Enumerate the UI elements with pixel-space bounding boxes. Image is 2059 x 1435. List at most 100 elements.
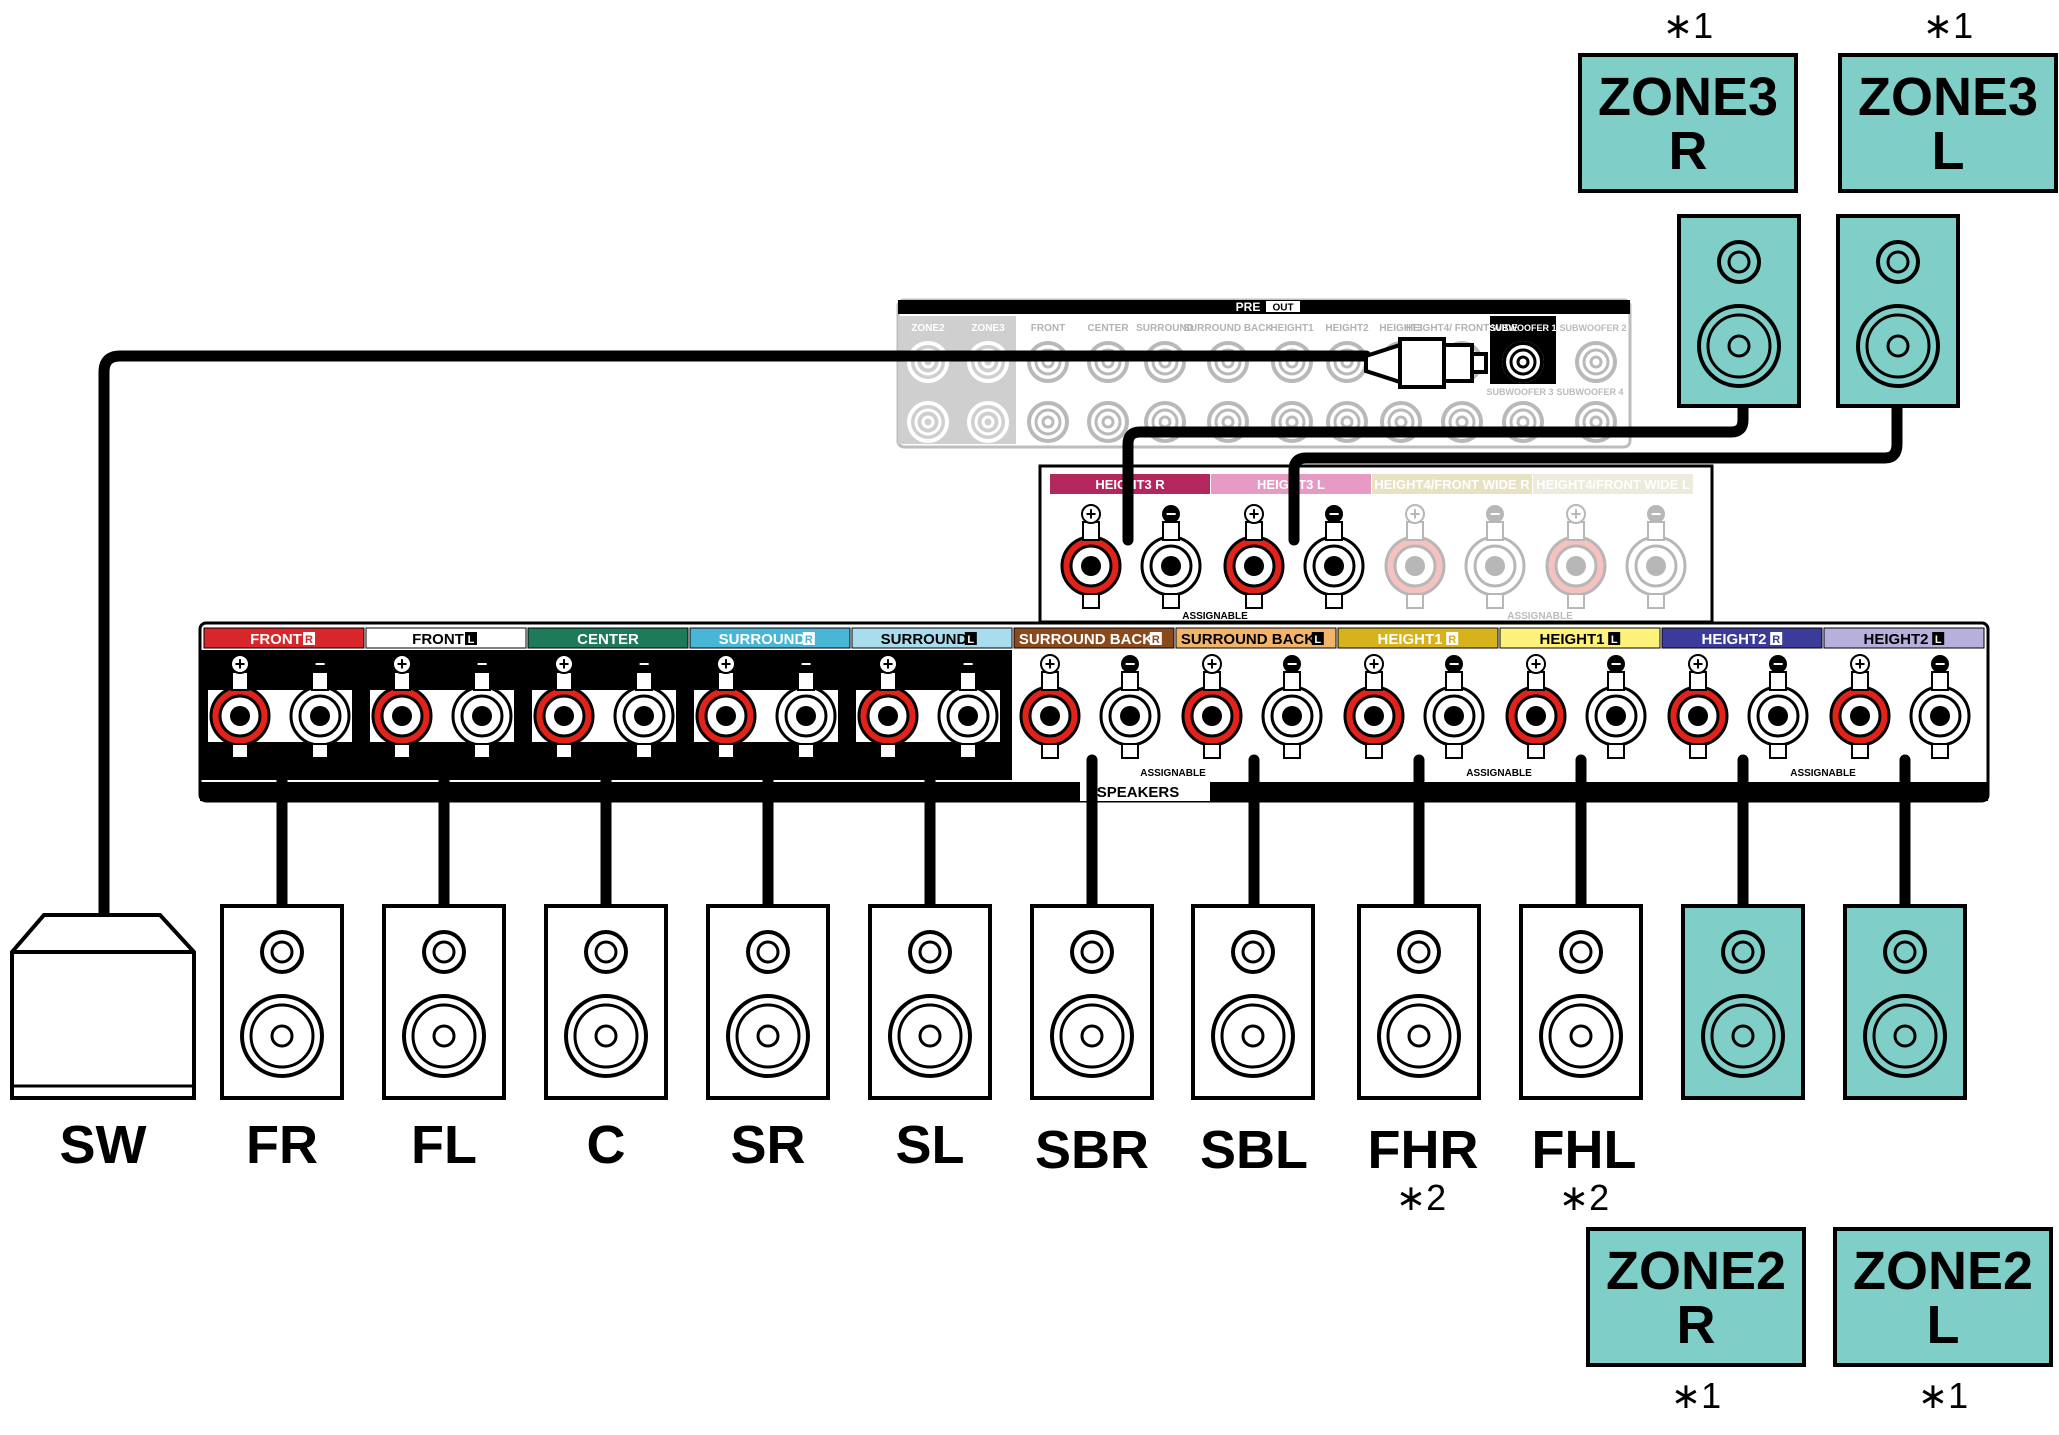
channel-label: CENTER — [577, 631, 639, 648]
pre-out-label: SURROUND — [1136, 323, 1194, 334]
channel-label: HEIGHT1 — [1377, 631, 1442, 648]
negative-terminal — [1464, 535, 1526, 597]
note-zone: ∗1 — [1923, 5, 1973, 46]
note-zone: ∗1 — [1671, 1375, 1721, 1416]
channel-label: SURROUND — [881, 631, 968, 648]
speaker-label-fr: FR — [246, 1115, 318, 1175]
zone-channel: L — [1932, 121, 1965, 181]
plus-sign-icon: + — [1855, 654, 1866, 674]
subwoofer2-label: SUBWOOFER 2 — [1559, 323, 1626, 333]
terminal-pair: +− — [532, 654, 676, 759]
plus-sign-icon: + — [1045, 654, 1056, 674]
terminal-pair: +− — [1059, 504, 1203, 609]
speaker-zone3-l — [1836, 214, 1960, 408]
note-fhr: ∗2 — [1396, 1177, 1446, 1218]
subwoofer — [10, 913, 196, 1100]
terminal-pair: +− — [1018, 654, 1162, 759]
terminal-pair: +− — [856, 654, 1000, 759]
speaker-label-sbr: SBR — [1035, 1120, 1149, 1180]
minus-sign-icon: − — [1449, 654, 1460, 674]
subwoofer4-label: SUBWOOFER 4 — [1556, 387, 1623, 397]
minus-sign-icon: − — [1651, 504, 1662, 524]
channel-badge: L — [1611, 634, 1618, 646]
speaker-label-sr: SR — [730, 1115, 805, 1175]
terminal-pair: +− — [1544, 504, 1688, 609]
channel-badge: L — [468, 634, 475, 646]
speaker-label-sw: SW — [60, 1115, 147, 1175]
minus-sign-icon: − — [315, 654, 326, 674]
plus-sign-icon: + — [1207, 654, 1218, 674]
minus-sign-icon: − — [1935, 654, 1946, 674]
channel-label: HEIGHT1 — [1539, 631, 1604, 648]
channel-badge: R — [805, 634, 813, 646]
terminal-pair: +− — [1504, 654, 1648, 759]
speaker-fhr — [1357, 904, 1481, 1100]
zone-name: ZONE2 — [1606, 1241, 1786, 1301]
channel-badge: L — [1935, 634, 1942, 646]
channel-label: FRONT — [250, 631, 302, 648]
zone-channel: L — [1927, 1295, 1960, 1355]
plus-sign-icon: + — [1531, 654, 1542, 674]
channel-badge: R — [1152, 634, 1160, 646]
terminal-pair: +− — [694, 654, 838, 759]
rca-jack-icon — [1207, 341, 1249, 383]
rca-jack-icon — [967, 341, 1009, 383]
speaker-label-sl: SL — [895, 1115, 964, 1175]
pre-out-label: ZONE3 — [971, 323, 1005, 334]
channel-color-bar — [527, 627, 689, 649]
terminal-pair: +− — [1666, 654, 1810, 759]
minus-sign-icon: − — [639, 654, 650, 674]
terminal-pair: +− — [370, 654, 514, 759]
rca-jack-icon — [1502, 341, 1544, 383]
channel-color-bar — [1175, 627, 1337, 649]
minus-sign-icon: − — [801, 654, 812, 674]
positive-terminal — [1384, 535, 1446, 597]
rca-jack-icon — [907, 341, 949, 383]
terminal-pair: +− — [1222, 504, 1366, 609]
channel-badge: R — [1448, 634, 1456, 646]
pre-out-title-pre: PRE — [1236, 300, 1261, 314]
terminal-pair: +− — [1180, 654, 1324, 759]
speaker-zone2-l — [1843, 904, 1967, 1100]
pre-out-label: HEIGHT4/ FRONT WIDE — [1406, 323, 1519, 334]
channel-badge: R — [1772, 634, 1780, 646]
plus-sign-icon: + — [1571, 504, 1582, 524]
channel-badge: L — [1314, 634, 1321, 646]
rca-jack-icon — [1271, 341, 1313, 383]
channel-label: HEIGHT4/FRONT WIDE L — [1536, 477, 1690, 492]
minus-sign-icon: − — [1287, 654, 1298, 674]
speaker-label-sbl: SBL — [1200, 1120, 1308, 1180]
zone-name: ZONE2 — [1853, 1241, 2033, 1301]
note-zone: ∗1 — [1663, 5, 1713, 46]
zone-name: ZONE3 — [1598, 67, 1778, 127]
rca-jack-icon — [1144, 341, 1186, 383]
assignable-main-2: ASSIGNABLE — [1466, 768, 1532, 779]
minus-sign-icon: − — [1773, 654, 1784, 674]
channel-label: SURROUND BACK — [1019, 631, 1153, 648]
plus-sign-icon: + — [1410, 504, 1421, 524]
negative-terminal — [1625, 535, 1687, 597]
channel-badge: L — [967, 634, 974, 646]
plus-sign-icon: + — [883, 654, 894, 674]
speaker-cable — [1122, 400, 1749, 546]
pre-out-label: SURROUND BACK — [1183, 323, 1273, 334]
rca-jack-icon — [1575, 341, 1617, 383]
channel-badge: R — [305, 634, 313, 646]
channel-color-bar — [1372, 474, 1532, 494]
terminal-pair: +− — [1828, 654, 1972, 759]
zone-name: ZONE3 — [1858, 67, 2038, 127]
minus-sign-icon: − — [477, 654, 488, 674]
speaker-sl — [868, 904, 992, 1100]
pre-out-label: ZONE2 — [911, 323, 945, 334]
speaker-c — [544, 904, 668, 1100]
plus-sign-icon: + — [397, 654, 408, 674]
channel-label: SURROUND BACK — [1181, 631, 1315, 648]
assignable-main-3: ASSIGNABLE — [1790, 768, 1856, 779]
speakers — [220, 214, 1967, 1100]
rca-plug — [1364, 337, 1488, 389]
minus-sign-icon: − — [1490, 504, 1501, 524]
zone-channel: R — [1669, 121, 1708, 181]
